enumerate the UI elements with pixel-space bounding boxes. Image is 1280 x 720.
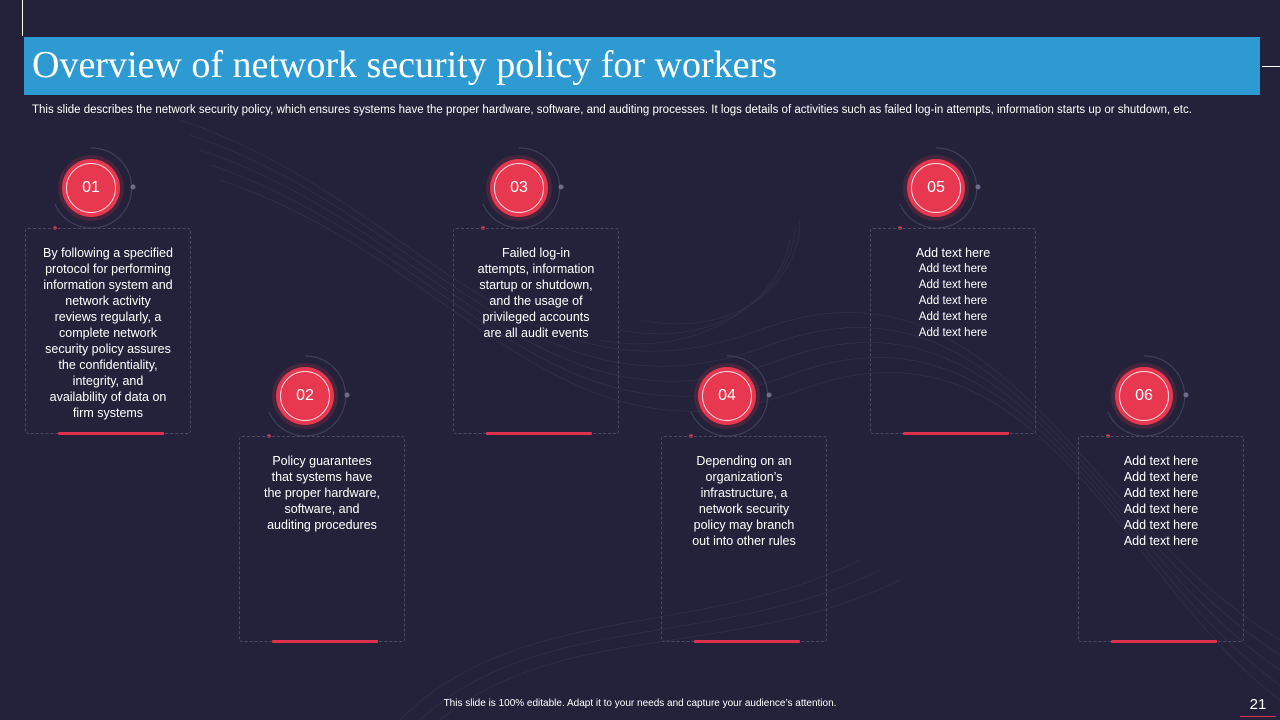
step-number-circle: 01 [62, 159, 120, 217]
text-line: the proper hardware, [263, 486, 381, 500]
step-badge-06: 06 [1096, 348, 1192, 444]
text-line: integrity, and [72, 374, 144, 388]
text-line: complete network [59, 326, 157, 340]
text-line: Add text here [918, 327, 988, 339]
text-line: software, and [284, 502, 360, 516]
step-badge-02: 02 [257, 348, 353, 444]
step-number: 04 [702, 371, 752, 421]
text-line: information system and [43, 278, 173, 292]
text-line: out into other rules [692, 534, 796, 548]
card-accent-bar [1111, 640, 1217, 643]
text-line: policy may branch [693, 518, 795, 532]
slide-description: This slide describes the network securit… [32, 104, 1192, 116]
text-line: Add text here [1123, 518, 1199, 532]
step-card-text: Depending on an organization’s infrastru… [674, 453, 814, 549]
step-number-circle: 06 [1115, 367, 1173, 425]
text-line: availability of data on [49, 390, 167, 404]
step-card-01: By following a specified protocol for pe… [25, 228, 191, 435]
title-bar: Overview of network security policy for … [24, 37, 1260, 95]
text-line: infrastructure, a [700, 486, 788, 500]
step-card-text: By following a specified protocol for pe… [38, 245, 178, 421]
step-number: 01 [66, 163, 116, 213]
step-card-02: Policy guarantees that systems have the … [239, 436, 405, 643]
text-line: reviews regularly, a [54, 310, 162, 324]
text-line: organization’s [705, 470, 783, 484]
text-line: and the usage of [489, 294, 583, 308]
text-line: Failed log-in [501, 246, 571, 260]
step-number-circle: 02 [276, 367, 334, 425]
step-badge-03: 03 [471, 140, 567, 236]
step-card-text: Add text here Add text here Add text her… [883, 245, 1023, 341]
text-line: attempts, information [477, 262, 595, 276]
text-line: Add text here [1123, 454, 1199, 468]
card-accent-bar [272, 640, 378, 643]
text-line: Add text here [1123, 502, 1199, 516]
text-line: Add text here [1123, 470, 1199, 484]
text-line: are all audit events [483, 326, 589, 340]
step-number: 03 [494, 163, 544, 213]
step-number-circle: 04 [698, 367, 756, 425]
text-line: network security [698, 502, 790, 516]
text-line: Add text here [915, 246, 991, 260]
text-line: Add text here [918, 263, 988, 275]
card-accent-bar [694, 640, 800, 643]
footer-note: This slide is 100% editable. Adapt it to… [443, 698, 837, 709]
step-card-text: Failed log-in attempts, information star… [466, 245, 606, 341]
text-line: security policy assures [45, 342, 171, 356]
text-line: Add text here [1123, 486, 1199, 500]
text-line: firm systems [72, 406, 144, 420]
step-number: 06 [1119, 371, 1169, 421]
step-number-circle: 03 [490, 159, 548, 217]
text-line: protocol for performing [45, 262, 171, 276]
text-line: Add text here [1123, 534, 1199, 548]
step-number-circle: 05 [907, 159, 965, 217]
text-line: the confidentiality, [58, 358, 158, 372]
decorative-line-right [1262, 66, 1280, 67]
step-card-06: Add text here Add text here Add text her… [1078, 436, 1244, 643]
text-line: Depending on an [696, 454, 792, 468]
text-line: that systems have [271, 470, 373, 484]
text-line: Add text here [918, 311, 988, 323]
step-number: 02 [280, 371, 330, 421]
step-card-05: Add text here Add text here Add text her… [870, 228, 1036, 435]
step-card-04: Depending on an organization’s infrastru… [661, 436, 827, 643]
step-badge-04: 04 [679, 348, 775, 444]
text-line: By following a specified [43, 246, 173, 260]
step-badge-01: 01 [43, 140, 139, 236]
text-line: Add text here [918, 295, 988, 307]
card-accent-bar [486, 432, 592, 435]
text-line: startup or shutdown, [479, 278, 593, 292]
page-title: Overview of network security policy for … [32, 44, 777, 86]
text-line: network activity [65, 294, 151, 308]
step-card-text: Add text here Add text here Add text her… [1091, 453, 1231, 549]
text-line: auditing procedures [267, 518, 377, 532]
text-line: Policy guarantees [272, 454, 372, 468]
card-accent-bar [903, 432, 1009, 435]
card-accent-bar [58, 432, 164, 435]
decorative-line-top [22, 0, 23, 36]
page-number-underline [1240, 716, 1276, 717]
page-number: 21 [1249, 696, 1267, 713]
step-number: 05 [911, 163, 961, 213]
step-card-text: Policy guarantees that systems have the … [252, 453, 392, 533]
step-card-03: Failed log-in attempts, information star… [453, 228, 619, 435]
step-badge-05: 05 [888, 140, 984, 236]
text-line: Add text here [918, 279, 988, 291]
text-line: privileged accounts [482, 310, 590, 324]
